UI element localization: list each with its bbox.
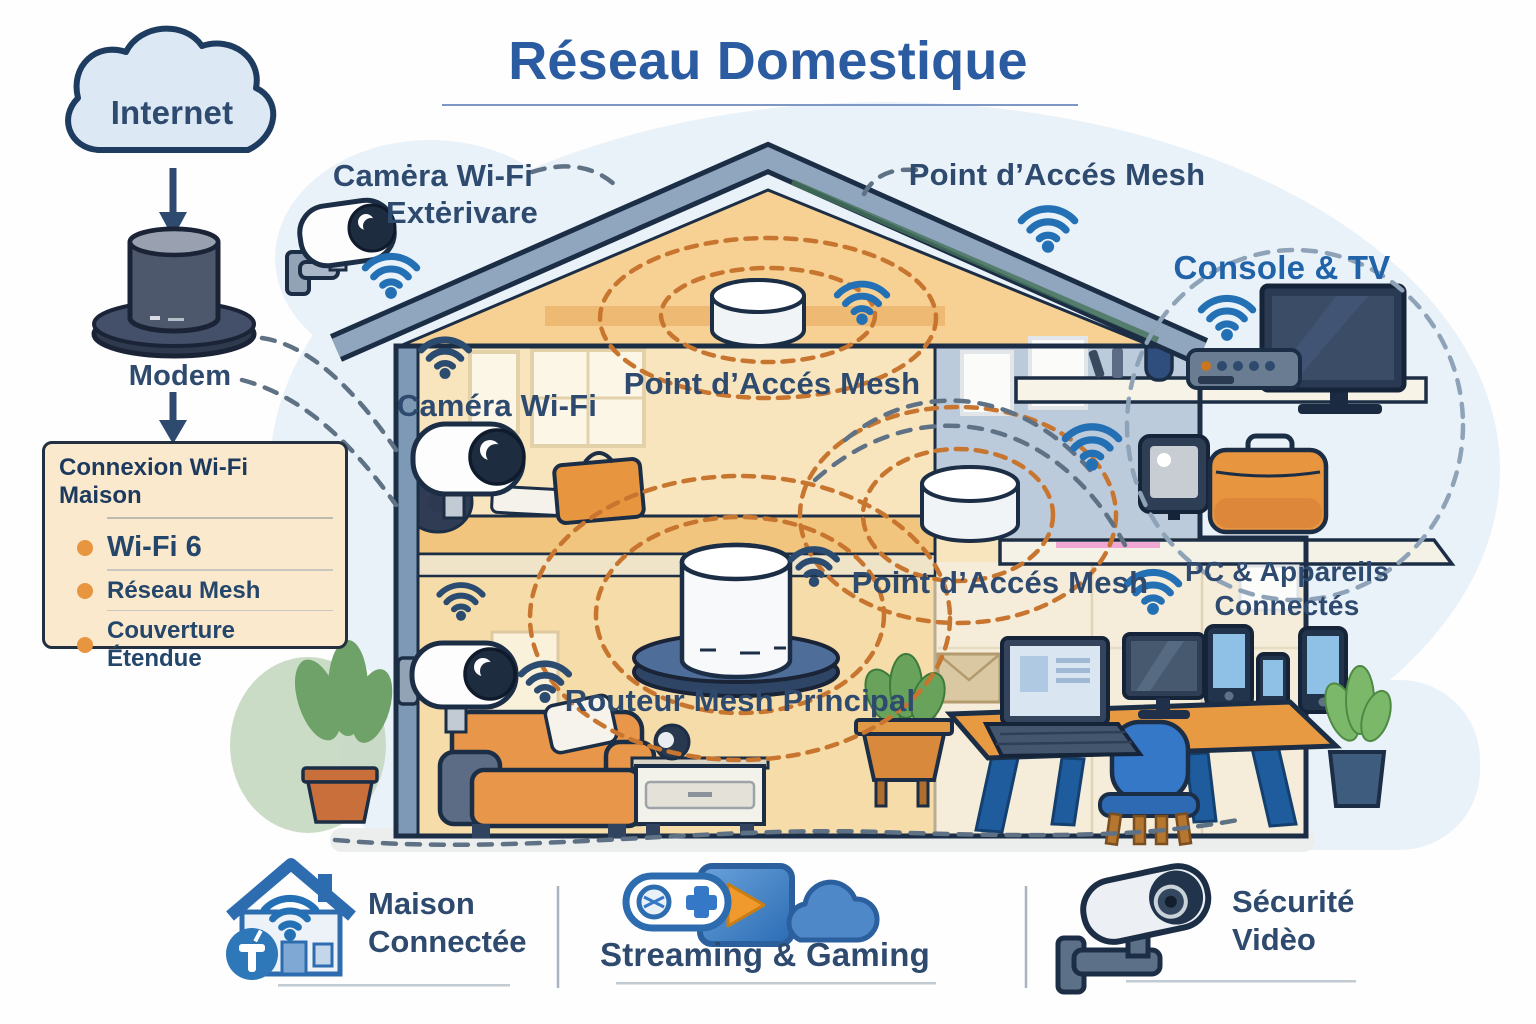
legend-securite-line1: Sécurité bbox=[1232, 884, 1355, 919]
bed-platform bbox=[396, 514, 937, 556]
pc-devices-label-line2: Connectés bbox=[1214, 590, 1360, 621]
info-item-label: Wi-Fi 6 bbox=[107, 531, 202, 563]
coverage-ring bbox=[527, 473, 953, 763]
wall-monitor bbox=[1138, 434, 1210, 520]
mesh-links bbox=[239, 164, 1466, 848]
legend-underline bbox=[1126, 980, 1356, 983]
desktop-monitor bbox=[1122, 632, 1206, 719]
internet-label: Internet bbox=[110, 94, 234, 131]
pc-devices-label-line1: PC & Appareils bbox=[1184, 556, 1390, 587]
router-label: Routeur Mesh Principal bbox=[564, 683, 916, 718]
security-camera-exterior bbox=[285, 197, 397, 296]
legend-maison-line1: Maison bbox=[368, 886, 475, 921]
list-item: Wi-Fi 6 bbox=[59, 525, 333, 569]
info-box-separator bbox=[107, 569, 333, 571]
legend-underline bbox=[278, 984, 510, 987]
arrow-down-internet-to-modem bbox=[159, 168, 187, 238]
list-item: Couverture Étendue bbox=[59, 611, 333, 678]
plant-stand bbox=[854, 653, 954, 808]
cabinet bbox=[1238, 564, 1300, 612]
cloud-icon bbox=[786, 879, 880, 943]
mesh-link bbox=[239, 377, 399, 508]
bullet-icon bbox=[77, 582, 93, 599]
pillow bbox=[543, 693, 619, 755]
bullet-icon bbox=[77, 539, 93, 556]
interior-camera-label: Caméra Wi-Fi bbox=[396, 388, 598, 423]
legend-maison-line2: Connectée bbox=[368, 924, 527, 959]
mesh-link bbox=[812, 423, 1128, 548]
info-box-separator bbox=[107, 609, 333, 611]
roof bbox=[331, 147, 1207, 362]
arrow-down-modem-to-box bbox=[159, 392, 187, 444]
coverage-ring bbox=[597, 235, 939, 401]
page-title: Réseau Domestique bbox=[508, 31, 1028, 91]
internet-cloud-icon bbox=[65, 25, 277, 153]
security-camera-lower bbox=[396, 640, 519, 734]
bullet-icon bbox=[77, 637, 93, 653]
coverage-ring bbox=[860, 446, 1056, 584]
modem-label: Modem bbox=[128, 360, 232, 392]
houseplant-right bbox=[1324, 665, 1392, 808]
houseplant-left bbox=[230, 640, 393, 833]
title-underline bbox=[442, 104, 1078, 106]
access-point-attic-label: Point d’Accés Mesh bbox=[623, 366, 921, 401]
security-camera-icon bbox=[1055, 863, 1212, 995]
mesh-ap-middle-device bbox=[920, 465, 1020, 543]
suitcase bbox=[1207, 433, 1329, 535]
list-item: Réseau Mesh bbox=[59, 571, 333, 610]
coverage-ring bbox=[797, 404, 1119, 626]
legend-underline bbox=[616, 982, 936, 985]
exterior-camera-label-line1: Camėra Wi-Fi bbox=[332, 158, 534, 193]
info-box-title: Connexion Wi-Fi Maison bbox=[59, 454, 249, 509]
coverage-ring bbox=[593, 514, 887, 716]
game-console bbox=[1186, 348, 1302, 390]
mesh-link bbox=[842, 398, 1093, 473]
modem-icon bbox=[91, 226, 257, 359]
coverage-ring bbox=[658, 265, 878, 365]
mesh-router-device bbox=[632, 542, 840, 698]
mesh-link-ring bbox=[1124, 247, 1466, 603]
bag bbox=[552, 457, 646, 525]
smart-home-icon bbox=[226, 858, 356, 980]
mesh-link bbox=[861, 167, 919, 197]
streaming-gaming-icon bbox=[622, 863, 880, 947]
mesh-ap-attic-device bbox=[710, 278, 806, 348]
house-base-dashes bbox=[332, 817, 1241, 848]
console-tv-label: Console & TV bbox=[1173, 249, 1391, 286]
laptop bbox=[982, 636, 1144, 759]
mesh-link bbox=[259, 335, 399, 453]
access-point-middle-label: Point d’Accés Mesh bbox=[851, 565, 1149, 600]
wifi-info-box: Connexion Wi-Fi Maison Wi-Fi 6 Réseau Me… bbox=[42, 441, 348, 672]
legend-securite-line2: Vidèo bbox=[1232, 922, 1316, 957]
security-camera-upper bbox=[410, 421, 526, 520]
info-box-separator bbox=[107, 517, 333, 519]
coverage-rings bbox=[527, 235, 1119, 763]
sideboard bbox=[630, 723, 770, 836]
access-point-top-label: Point d’Accés Mesh bbox=[908, 157, 1206, 192]
exterior-camera-label-line2: Extėrivare bbox=[386, 195, 538, 230]
legend-streaming-label: Streaming & Gaming bbox=[600, 936, 930, 973]
mesh-link bbox=[529, 164, 623, 193]
info-item-label: Couverture Étendue bbox=[107, 617, 236, 672]
info-item-label: Réseau Mesh bbox=[107, 576, 261, 604]
